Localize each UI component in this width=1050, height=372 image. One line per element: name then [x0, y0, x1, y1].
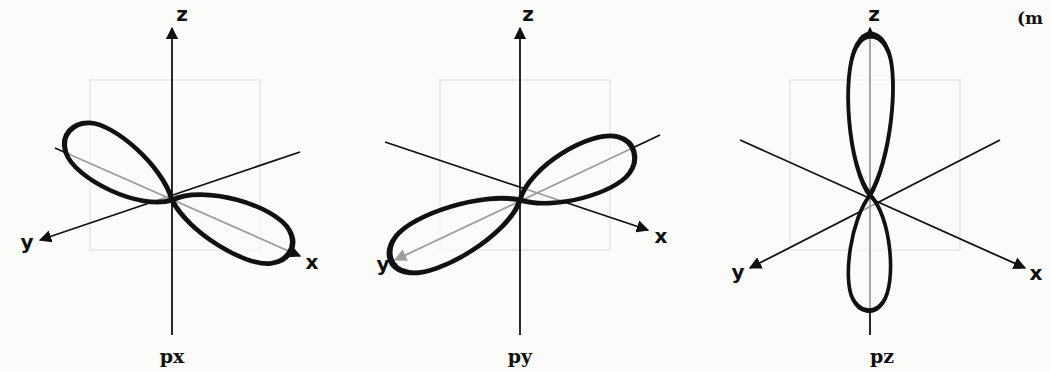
orbital-caption: px [160, 347, 185, 366]
px-lobes [53, 111, 301, 273]
corner-note: (m [1017, 10, 1043, 27]
pz-lobes [848, 35, 893, 311]
py-lobes [380, 124, 644, 285]
orbital-caption: py [508, 347, 532, 366]
axis-label: x [655, 226, 668, 246]
axes-py [385, 28, 660, 335]
axis-label: y [731, 262, 744, 282]
axis-label: x [306, 252, 319, 272]
orbital-caption: pz [870, 347, 894, 366]
axis-label: z [868, 4, 880, 24]
axes-pz [740, 28, 1025, 335]
axes-px [40, 28, 300, 335]
axis-label: y [376, 254, 389, 274]
axis-label: z [176, 4, 188, 24]
axis-label: x [1030, 263, 1043, 283]
axis-label: z [522, 4, 534, 24]
axis-label: y [20, 232, 33, 252]
